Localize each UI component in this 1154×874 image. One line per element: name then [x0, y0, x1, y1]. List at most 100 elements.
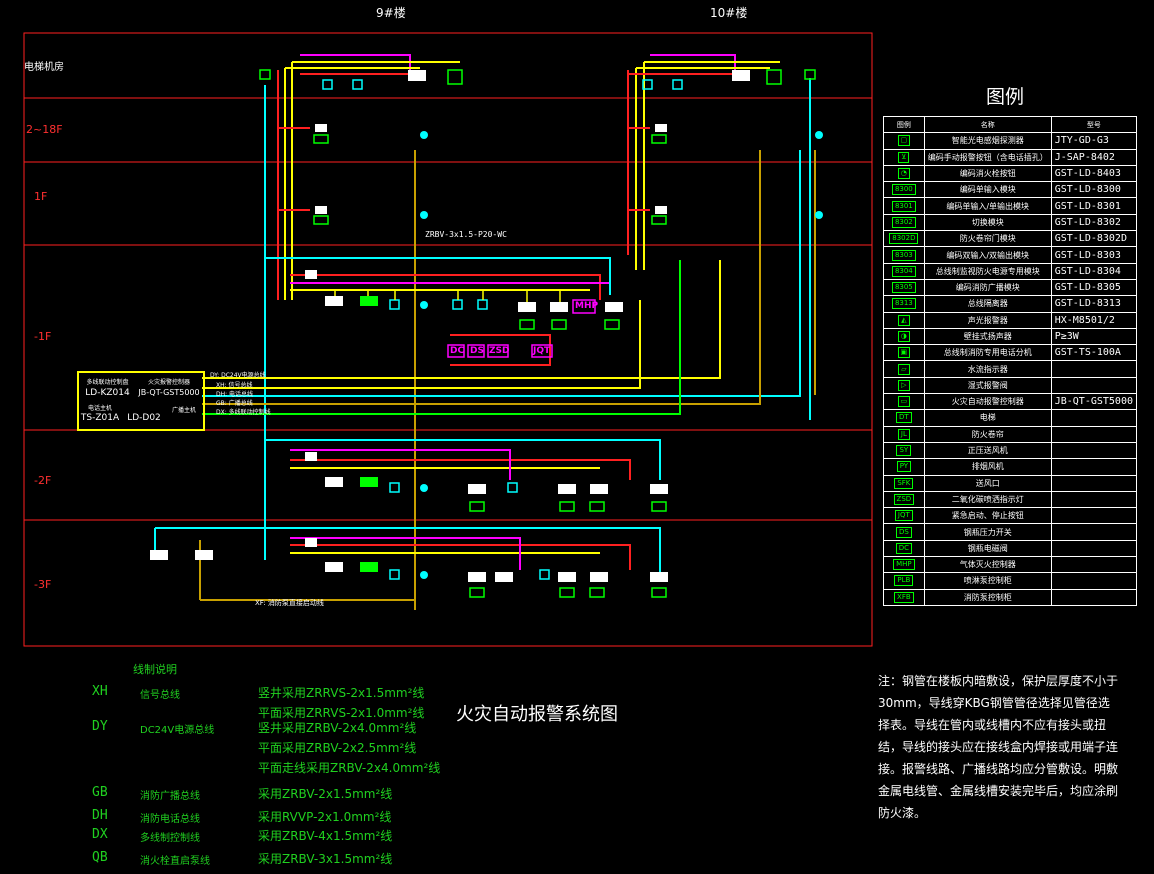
panel-cell-7: 广播主机	[171, 407, 196, 414]
legend-name: 编码单输入模块	[923, 181, 1052, 199]
legend-name: 编码单输入/单输出模块	[923, 197, 1052, 215]
legend-header-symbol: 图例	[883, 115, 925, 134]
legend-symbol: SFK	[883, 474, 925, 492]
legend-model: GST-LD-8305	[1050, 278, 1138, 297]
legend-symbol-icon: ZSD	[893, 493, 915, 505]
legend-symbol-icon: JQT	[894, 510, 913, 522]
legend-name: 编码消防广播模块	[923, 278, 1052, 297]
legend-symbol: ⊻	[883, 148, 925, 166]
wire-name: 消火栓直启泵线	[140, 856, 210, 867]
wire-name: 消防广播总线	[140, 791, 200, 802]
legend-symbol: 8303	[883, 246, 925, 264]
legend-name: 喷淋泵控制柜	[923, 572, 1052, 590]
floor-2-18: 2~18F	[26, 123, 63, 136]
legend-name: 总线制消防专用电话分机	[923, 344, 1052, 362]
wire-spec: 竖井采用ZRBV-2x4.0mm²线	[258, 721, 417, 735]
legend-symbol-icon: MHP	[893, 559, 915, 571]
legend-symbol-icon: JL	[897, 428, 910, 440]
bus-label-1: XH: 信号总线	[216, 382, 253, 389]
bus-label-4: DX: 多线联动控制线	[216, 409, 271, 416]
legend-symbol: ▢	[883, 132, 925, 150]
legend-row: ⊻ 编码手动报警按钮（含电话插孔）J-SAP-8402	[883, 148, 1138, 166]
legend-model: GST-LD-8313	[1050, 295, 1138, 313]
legend-symbol: DS	[883, 523, 925, 541]
legend-name: 火灾自动报警控制器	[923, 393, 1052, 411]
fm1-drops	[334, 290, 561, 302]
wire-code: DH	[92, 808, 108, 823]
legend-symbol-icon: 8304	[891, 265, 916, 277]
diagram-title: 火灾自动报警系统图	[456, 704, 618, 725]
panel-cell-3: JB-QT-GST5000	[138, 388, 200, 397]
legend-symbol: MHP	[883, 556, 925, 574]
riser-wires-b9	[264, 54, 460, 610]
legend-symbol: JL	[883, 425, 925, 443]
conduit-label: ZRBV-3x1.5-P20-WC	[425, 230, 507, 239]
legend-header-model: 型号	[1050, 115, 1138, 134]
legend-name: 钢瓶电磁阀	[923, 539, 1052, 558]
legend-symbol-icon: ⊻	[898, 151, 910, 163]
legend-model: GST-LD-8304	[1050, 262, 1138, 280]
legend-symbol: ◔	[883, 164, 925, 183]
floor-minus-1: -1F	[34, 330, 52, 343]
legend-name: 壁挂式扬声器	[923, 327, 1052, 346]
legend-model	[1050, 523, 1138, 541]
gas-extinguishing	[447, 299, 596, 358]
wire-spec: 采用RVVP-2x1.0mm²线	[258, 810, 392, 824]
legend-symbol: XFB	[883, 588, 925, 606]
legend-symbol: 8301	[883, 197, 925, 215]
legend-symbol-icon: SY	[896, 445, 912, 457]
legend-symbol: 8302D	[883, 230, 925, 248]
legend-model	[1050, 490, 1138, 509]
legend-symbol: ▱	[883, 360, 925, 378]
legend-symbol: ▭	[883, 393, 925, 411]
panel-cell-0: 多线联动控制盘	[86, 379, 129, 386]
legend-symbol-icon: DT	[896, 412, 912, 424]
legend-symbol: ◑	[883, 327, 925, 346]
riser-wires-b10	[627, 54, 816, 420]
legend-model	[1050, 376, 1138, 395]
legend-name: 编码消火栓按钮	[923, 164, 1052, 183]
panel-cell-2: 火灾报警控制器	[147, 379, 190, 386]
legend-symbol: 8313	[883, 295, 925, 313]
legend-name: 编码手动报警按钮（含电话插孔）	[923, 148, 1052, 166]
legend-model: GST-LD-8303	[1050, 246, 1138, 264]
control-panel	[77, 371, 205, 431]
legend-symbol-icon: ◭	[898, 314, 910, 326]
legend-symbol-icon: 8302D	[889, 233, 919, 245]
legend-model	[1050, 441, 1138, 460]
legend-symbol-icon: ▣	[897, 347, 911, 359]
legend-model: P≥3W	[1050, 327, 1138, 346]
legend-model: JB-QT-GST5000	[1050, 393, 1138, 411]
legend-symbol-icon: ▷	[898, 379, 910, 391]
building-10-label: 10#楼	[710, 6, 748, 20]
legend-name: 电梯	[923, 409, 1052, 427]
legend-model	[1050, 458, 1138, 476]
wire-spec: 平面采用ZRBV-2x2.5mm²线	[258, 741, 417, 755]
wire-spec: 竖井采用ZRRVS-2x1.5mm²线	[258, 686, 425, 700]
bus-label-2: DH: 电话总线	[216, 391, 254, 398]
legend-name: 声光报警器	[923, 311, 1052, 329]
legend-model: J-SAP-8402	[1050, 148, 1138, 166]
wire-spec: 采用ZRBV-2x1.5mm²线	[258, 787, 393, 801]
floor-minus-3: -3F	[34, 578, 52, 591]
wire-code: GB	[92, 785, 108, 800]
legend-symbol-icon: XFB	[894, 591, 914, 603]
legend-symbol-icon: SFK	[894, 477, 914, 489]
floor-1: 1F	[34, 190, 48, 203]
legend-symbol: DC	[883, 539, 925, 558]
legend-name: 水流指示器	[923, 360, 1052, 378]
legend-symbol: 8302	[883, 213, 925, 232]
legend-row: ▱水流指示器	[883, 360, 1138, 378]
legend-symbol: PLB	[883, 572, 925, 590]
